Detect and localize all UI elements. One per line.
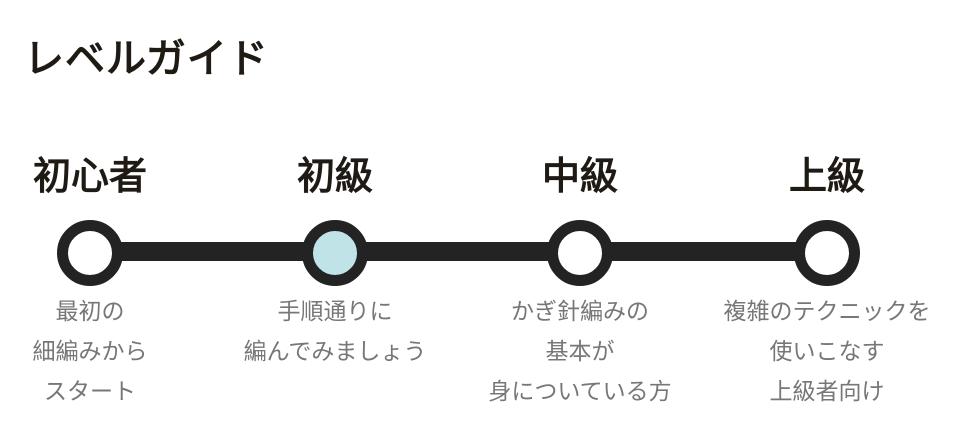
- page-title: レベルガイド: [24, 36, 269, 82]
- desc-line: スタート: [44, 379, 136, 405]
- desc-line: 使いこなす: [769, 339, 885, 365]
- level-description: かぎ針編みの 基本が 身についている方: [460, 292, 700, 412]
- level-step-advanced: 上級 複雑のテクニックを 使いこなす 上級者向け: [707, 150, 947, 412]
- level-marker: [57, 220, 123, 286]
- desc-line: 最初の: [55, 299, 125, 325]
- level-description: 最初の 細編みから スタート: [0, 292, 210, 412]
- level-step-elementary: 初級 手順通りに 編んでみましょう: [215, 150, 455, 372]
- desc-line: 編んでみましょう: [243, 339, 427, 365]
- level-track-line: [90, 242, 827, 261]
- level-description: 手順通りに 編んでみましょう: [215, 292, 455, 372]
- level-label: 初級: [296, 154, 373, 198]
- level-description: 複雑のテクニックを 使いこなす 上級者向け: [707, 292, 947, 412]
- level-marker: [547, 220, 613, 286]
- level-label: 初心者: [32, 154, 147, 198]
- level-step-beginner: 初心者 最初の 細編みから スタート: [0, 150, 210, 412]
- desc-line: 上級者向け: [769, 379, 885, 405]
- desc-line: 身についている方: [488, 379, 672, 405]
- level-step-intermediate: 中級 かぎ針編みの 基本が 身についている方: [460, 150, 700, 412]
- level-marker: [794, 220, 860, 286]
- desc-line: 複雑のテクニックを: [723, 299, 931, 325]
- level-label: 上級: [788, 154, 865, 198]
- desc-line: かぎ針編みの: [511, 299, 649, 325]
- desc-line: 手順通りに: [277, 299, 393, 325]
- level-marker-active: [302, 220, 368, 286]
- level-label: 中級: [541, 154, 618, 198]
- desc-line: 基本が: [545, 339, 615, 365]
- desc-line: 細編みから: [32, 339, 148, 365]
